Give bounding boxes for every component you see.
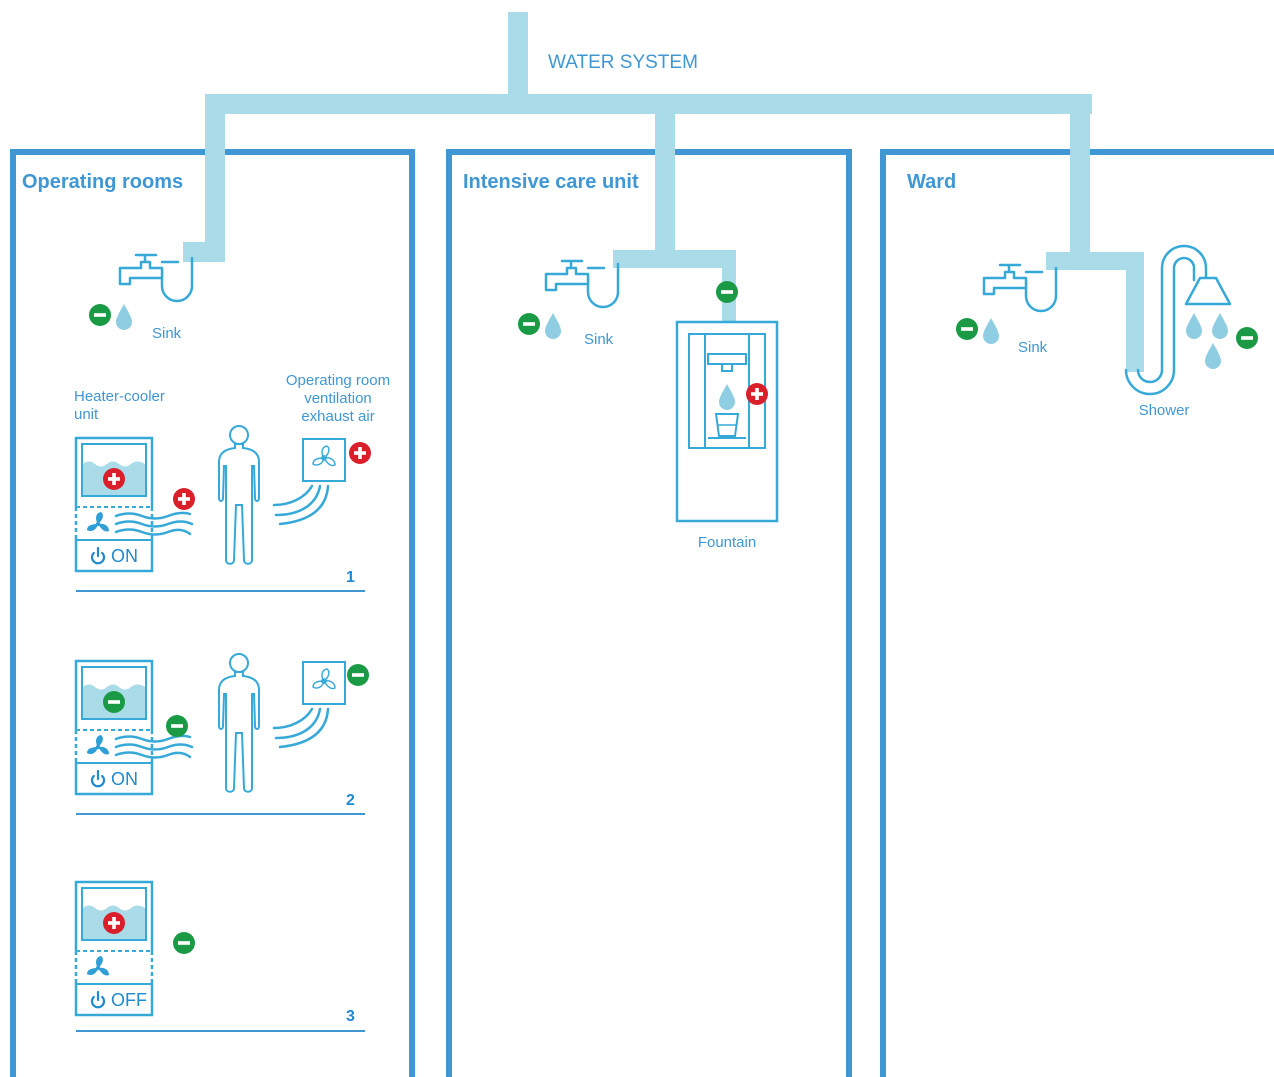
- water-drop-icon: [545, 313, 561, 339]
- airflow-negative-badge: [166, 715, 188, 737]
- sink-label: Sink: [584, 331, 614, 348]
- scenario-number: 1: [346, 569, 355, 586]
- sink-label: Sink: [1018, 339, 1048, 356]
- heater-cooler-label-line2: unit: [74, 406, 99, 423]
- room-title: Operating rooms: [22, 171, 183, 193]
- ventilation-label-line3: exhaust air: [301, 408, 374, 425]
- scenario-1: ON 1: [74, 425, 371, 592]
- sink-icon: [544, 259, 620, 309]
- ventilation-negative-badge: [347, 664, 369, 686]
- room-operating-rooms: Operating rooms Sink Heater-cooler unit …: [10, 149, 415, 1077]
- scenario-number: 3: [346, 1008, 355, 1025]
- airflow-lines: [114, 511, 194, 536]
- ventilation-fan-icon: [302, 438, 346, 482]
- power-status: OFF: [111, 990, 147, 1010]
- water-system-title: WATER SYSTEM: [548, 52, 698, 73]
- shower-icon: [1124, 244, 1232, 396]
- fountain-positive-badge: [746, 383, 768, 405]
- tank-positive-badge: [103, 912, 125, 934]
- sink-icon: [982, 263, 1058, 313]
- shower-negative-badge: [1236, 327, 1258, 349]
- sink-icon: [118, 253, 194, 303]
- airflow-positive-badge: [173, 488, 195, 510]
- water-drop-icon: [983, 318, 999, 344]
- scenario-3: OFF 3: [74, 880, 365, 1032]
- sink-label: Sink: [152, 325, 182, 342]
- heater-cooler-label-line1: Heater-cooler: [74, 388, 165, 405]
- sink-negative-badge: [518, 313, 540, 335]
- tank-positive-badge: [103, 468, 125, 490]
- power-status: ON: [111, 769, 138, 789]
- room-ward: Ward Sink Shower: [880, 149, 1274, 1077]
- shower-label: Shower: [1139, 402, 1190, 419]
- sink-negative-badge: [956, 318, 978, 340]
- fountain-inlet-negative-badge: [716, 281, 738, 303]
- room-title: Intensive care unit: [463, 171, 639, 193]
- room-title: Ward: [907, 171, 956, 193]
- ventilation-label-line2: ventilation: [304, 390, 372, 407]
- ventilation-positive-badge: [349, 442, 371, 464]
- water-drop-icon: [116, 304, 132, 330]
- scenario-number: 2: [346, 792, 355, 809]
- airflow-negative-badge: [173, 932, 195, 954]
- exhaust-flow-lines: [272, 484, 330, 526]
- ventilation-fan-icon: [302, 661, 346, 705]
- fountain-icon: [675, 320, 779, 523]
- patient-icon: [218, 653, 260, 793]
- heater-cooler-unit: [74, 880, 154, 1017]
- patient-icon: [218, 425, 260, 565]
- sink-negative-badge: [89, 304, 111, 326]
- ventilation-label-line1: Operating room: [286, 372, 390, 389]
- power-status: ON: [111, 546, 138, 566]
- shower-water-drop-icon: [1186, 313, 1202, 339]
- room-intensive-care-unit: Intensive care unit Sink Fountain: [446, 149, 852, 1077]
- shower-water-drop-icon: [1205, 343, 1221, 369]
- shower-water-drop-icon: [1212, 313, 1228, 339]
- exhaust-flow-lines: [272, 707, 330, 749]
- pipe-network: [183, 12, 1144, 372]
- fountain-label: Fountain: [698, 534, 756, 551]
- scenario-2: ON 2: [74, 653, 369, 815]
- tank-negative-badge: [103, 691, 125, 713]
